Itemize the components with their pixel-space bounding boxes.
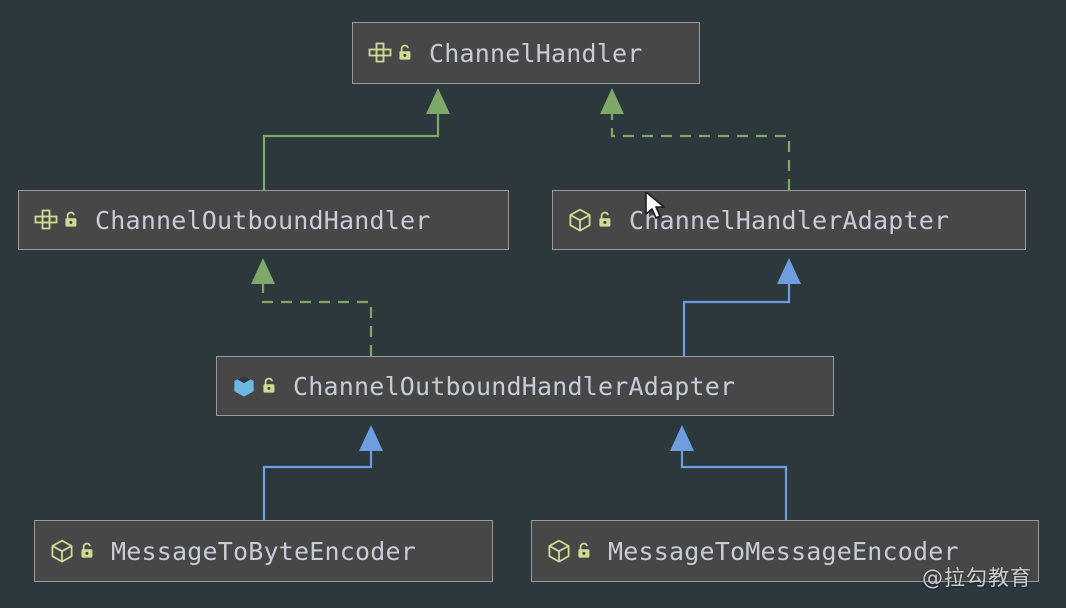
- edge-extends: [262, 437, 373, 520]
- class-node-label: ChannelOutboundHandler: [95, 205, 431, 235]
- edge-arrowhead: [359, 425, 383, 451]
- interface-icon: [33, 207, 59, 233]
- lock-open-icon: [576, 541, 592, 561]
- class-node-label: ChannelHandler: [429, 38, 643, 68]
- class-node-message-to-byte-encoder[interactable]: MessageToByteEncoder: [34, 520, 493, 582]
- edge-implements: [261, 270, 373, 356]
- abstract-class-icon: [546, 538, 572, 564]
- edge-arrowhead: [426, 88, 450, 114]
- class-node-label: ChannelHandlerAdapter: [629, 205, 950, 235]
- edge-extends: [680, 437, 788, 520]
- abstract-class-icon: [567, 207, 593, 233]
- lock-open-icon: [397, 43, 413, 63]
- lock-open-icon: [79, 541, 95, 561]
- class-node-label: MessageToMessageEncoder: [608, 536, 959, 566]
- lock-open-icon: [63, 210, 79, 230]
- edge-implements: [610, 100, 791, 190]
- edge-arrowhead: [670, 425, 694, 451]
- class-node-label: ChannelOutboundHandlerAdapter: [293, 371, 736, 401]
- interface-icon: [367, 40, 393, 66]
- watermark: @拉勾教育: [922, 566, 1032, 590]
- edge-arrowhead: [251, 258, 275, 284]
- class-node-channel-handler-adapter[interactable]: ChannelHandlerAdapter: [552, 190, 1026, 250]
- lock-open-icon: [597, 210, 613, 230]
- edge-arrowhead: [600, 88, 624, 114]
- lock-open-icon: [261, 376, 277, 396]
- class-node-channel-outbound-handler-adapter[interactable]: ChannelOutboundHandlerAdapter: [216, 356, 834, 416]
- class-node-label: MessageToByteEncoder: [111, 536, 417, 566]
- class-node-channel-outbound-handler[interactable]: ChannelOutboundHandler: [18, 190, 509, 250]
- class-node-channel-handler[interactable]: ChannelHandler: [352, 22, 700, 84]
- edge-extends-interface: [262, 100, 440, 190]
- class-icon: [231, 373, 257, 399]
- abstract-class-icon: [49, 538, 75, 564]
- class-node-message-to-message-encoder[interactable]: MessageToMessageEncoder: [531, 520, 1039, 582]
- edge-arrowhead: [777, 258, 801, 284]
- edge-extends: [682, 270, 791, 356]
